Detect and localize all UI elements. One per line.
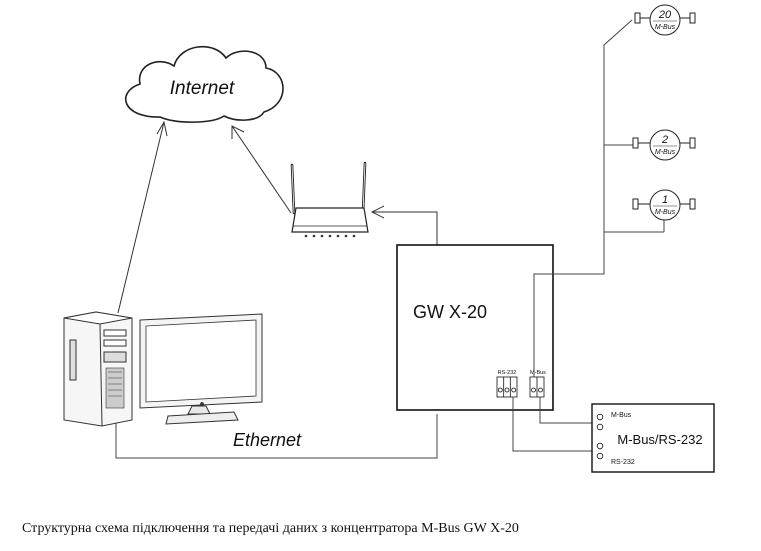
converter-wiring bbox=[512, 397, 600, 452]
gateway-label: GW X-20 bbox=[413, 302, 487, 322]
meter-2-number: 2 bbox=[661, 134, 668, 146]
gateway-rs232-port-label: RS-232 bbox=[498, 370, 517, 376]
monitor-icon bbox=[139, 313, 263, 425]
meter-2-bus: M-Bus bbox=[655, 149, 676, 156]
router-to-internet-arrow bbox=[231, 125, 292, 214]
pc-tower-icon bbox=[63, 311, 133, 427]
figure-caption: Структурна схема підключення та передачі… bbox=[22, 521, 519, 536]
gateway-device: GW X-20 RS-232 M-Bus bbox=[396, 244, 554, 411]
converter-title: M-Bus/RS-232 bbox=[617, 432, 702, 447]
gateway-mbus-terminal bbox=[529, 376, 545, 398]
mbus-rs232-converter: M-Bus RS-232 M-Bus/RS-232 bbox=[591, 403, 715, 473]
meter-1: 1 M-Bus bbox=[632, 189, 696, 221]
ethernet-label: Ethernet bbox=[233, 430, 302, 450]
gateway-mbus-port-label: M-Bus bbox=[530, 370, 546, 376]
gateway-to-router-arrow bbox=[370, 205, 438, 245]
internet-label: Internet bbox=[170, 78, 235, 99]
converter-rs232-label: RS-232 bbox=[611, 459, 635, 466]
connection-diagram: Internet bbox=[63, 4, 715, 473]
internet-cloud: Internet bbox=[124, 45, 284, 123]
pc-to-internet-arrow bbox=[117, 120, 168, 314]
meter-1-bus: M-Bus bbox=[655, 209, 676, 216]
mbus-line bbox=[533, 19, 665, 377]
meter-20-bus: M-Bus bbox=[655, 24, 676, 31]
gateway-rs232-terminal bbox=[496, 376, 518, 398]
converter-mbus-label: M-Bus bbox=[611, 412, 632, 419]
ethernet-cable: Ethernet bbox=[115, 414, 438, 459]
router-icon bbox=[290, 161, 369, 238]
meter-20: 20 M-Bus bbox=[634, 4, 696, 36]
meter-2: 2 M-Bus bbox=[632, 129, 696, 161]
meter-20-number: 20 bbox=[658, 9, 672, 21]
meter-1-number: 1 bbox=[662, 194, 668, 206]
